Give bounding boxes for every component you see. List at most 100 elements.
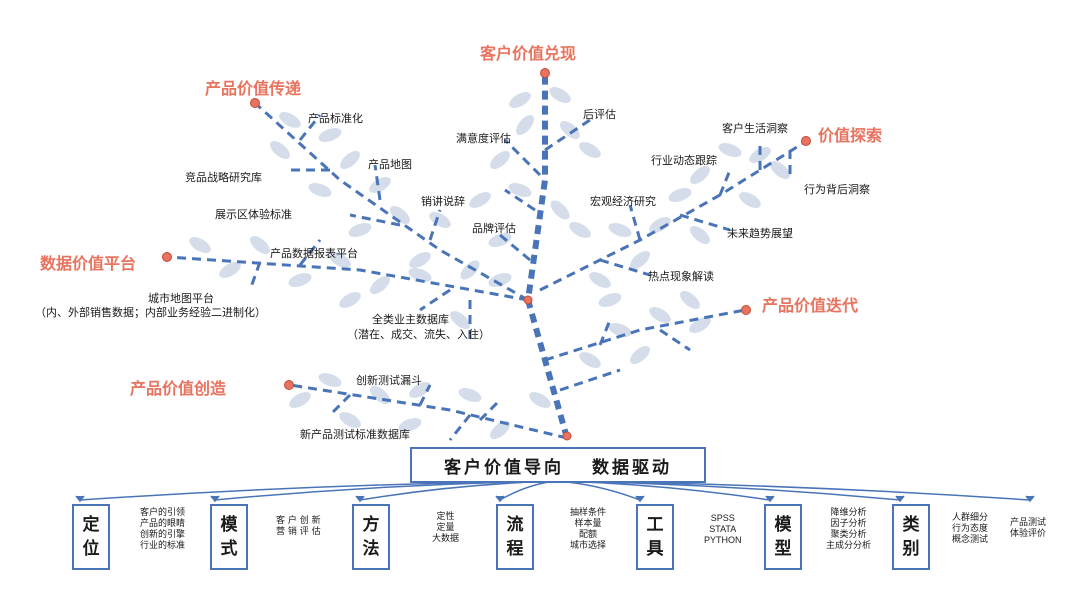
leaf xyxy=(460,260,480,280)
root-fan xyxy=(75,480,1035,503)
twig xyxy=(328,393,352,417)
leaf xyxy=(630,346,650,364)
leaf xyxy=(370,276,390,294)
label-brand-eval: 品牌评估 xyxy=(472,222,516,235)
leaf xyxy=(649,217,671,233)
leaf xyxy=(509,92,531,108)
desc-method: 定性 定量 大数据 xyxy=(432,512,459,545)
label-new-product-db: 新产品测试标准数据库 xyxy=(300,428,410,441)
leaf xyxy=(398,418,422,432)
leaf xyxy=(469,192,491,208)
leaf xyxy=(339,412,361,428)
leaf xyxy=(608,223,632,237)
twig xyxy=(659,328,691,352)
leaf xyxy=(516,115,534,135)
twig xyxy=(349,213,401,227)
label-future: 未来趋势展望 xyxy=(727,227,793,240)
desc-line: SPSS xyxy=(710,513,735,523)
box-char: 模 xyxy=(220,515,238,535)
label-behavior: 行为背后洞察 xyxy=(804,183,870,196)
fan-arrowhead xyxy=(210,495,220,503)
leaf xyxy=(579,142,601,158)
branch-value-explore xyxy=(539,140,806,292)
branch-product-creation xyxy=(289,383,568,440)
node-data-platform xyxy=(162,252,172,262)
twig xyxy=(418,384,432,406)
node-product-delivery xyxy=(250,98,260,108)
label-competitor: 竞品战略研究库 xyxy=(185,171,262,184)
desc-line: 客 户 创 新 xyxy=(276,516,321,526)
leaf xyxy=(219,262,241,278)
branch-title-product-creation: 产品价值创造 xyxy=(130,379,227,398)
branch-data-platform xyxy=(167,255,529,302)
twig xyxy=(428,209,442,241)
desc-tools: SPSS STATA PYTHON xyxy=(704,513,742,546)
center-box: 客户价值导向 数据驱动 xyxy=(410,447,706,483)
leaf xyxy=(608,323,632,337)
node-value-explore xyxy=(801,136,811,146)
label-innovation-funnel: 创新测试漏斗 xyxy=(356,374,422,387)
desc-line: 主成分分析 xyxy=(826,541,872,551)
leaf xyxy=(409,382,431,398)
box-char: 别 xyxy=(902,539,920,559)
box-char: 法 xyxy=(362,539,380,559)
desc-process: 抽样条件 样本量 配额 城市选择 xyxy=(570,508,606,552)
desc-line: 产品测试 xyxy=(1010,518,1047,528)
twig xyxy=(503,138,542,177)
fan-line xyxy=(79,480,557,501)
leaf xyxy=(488,233,512,247)
center-right-text: 数据驱动 xyxy=(592,457,672,478)
leaf xyxy=(550,200,570,220)
box-char: 方 xyxy=(362,515,380,535)
label-master-db: 全类业主数据库 xyxy=(372,313,449,326)
leaf xyxy=(450,311,470,329)
leaf xyxy=(718,143,742,157)
twig xyxy=(373,164,382,201)
leaf xyxy=(458,388,482,402)
desc-line: 配额 xyxy=(579,530,598,540)
fan-arrowhead xyxy=(75,495,85,503)
box-tools: 工 具 xyxy=(636,504,674,570)
desc-line: 定性 xyxy=(436,512,455,522)
leaf xyxy=(289,392,311,408)
leaf xyxy=(339,292,361,308)
leaf xyxy=(690,226,710,244)
fan-arrowhead xyxy=(355,495,365,503)
desc-line: 概念测试 xyxy=(952,535,989,545)
node-product-iteration xyxy=(741,305,751,315)
box-process: 流 程 xyxy=(496,504,534,570)
leaf xyxy=(579,352,601,368)
leaf xyxy=(340,151,360,169)
leaf xyxy=(318,373,342,387)
desc-line: 抽样条件 xyxy=(570,508,607,518)
twig xyxy=(718,169,732,196)
twig xyxy=(248,261,262,291)
box-positioning: 定 位 xyxy=(72,504,110,570)
node-root xyxy=(562,431,572,441)
desc-line: 体验评价 xyxy=(1010,529,1047,539)
box-char: 式 xyxy=(220,539,238,559)
leaf xyxy=(739,192,761,208)
box-char: 工 xyxy=(646,515,664,535)
node-product-creation xyxy=(284,380,294,390)
desc-line: 城市选择 xyxy=(570,541,607,551)
label-macro: 宏观经济研究 xyxy=(590,195,656,208)
leaf xyxy=(508,183,532,197)
fan-arrowhead xyxy=(765,495,775,503)
twig xyxy=(448,414,472,441)
box-char: 具 xyxy=(646,539,664,559)
leaf xyxy=(429,212,451,228)
box-model: 模 型 xyxy=(764,504,802,570)
leaf xyxy=(270,141,290,159)
twig xyxy=(298,239,322,266)
twig xyxy=(298,114,322,141)
center-left-text: 客户价值导向 xyxy=(444,457,564,478)
leaf xyxy=(529,392,551,408)
fan-arrowhead xyxy=(635,495,645,503)
leaf xyxy=(329,252,351,268)
branch-title-value-explore: 价值探索 xyxy=(818,126,883,145)
desc-extra: 产品测试 体验评价 xyxy=(1010,518,1046,540)
label-report-platform: 产品数据报表平台 xyxy=(270,247,358,260)
desc-line: 行业的标准 xyxy=(140,541,186,551)
